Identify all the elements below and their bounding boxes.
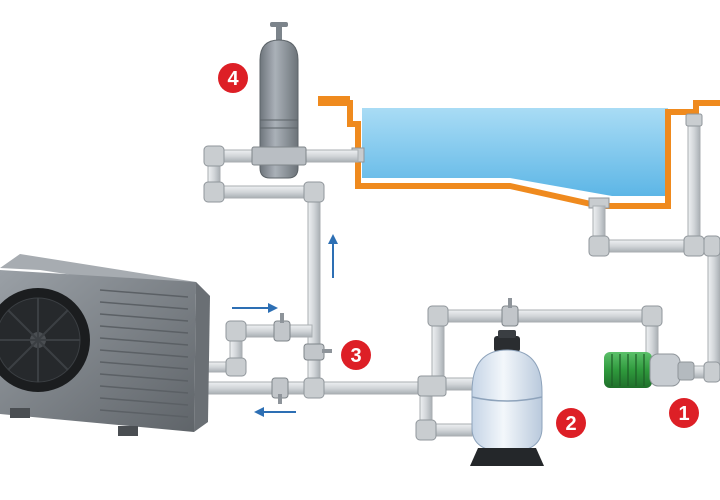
pool (318, 96, 720, 209)
tank-valve-handle (270, 22, 288, 27)
elbow (588, 235, 610, 257)
badge-chlorinator: 4 (218, 63, 248, 93)
badge-chlorinator-label: 4 (227, 68, 239, 90)
elbow (225, 357, 247, 377)
tank-coupling (251, 146, 307, 166)
pipe-main-riser (307, 185, 321, 393)
valve-bypass (303, 343, 332, 361)
elbow (683, 235, 705, 257)
valves (271, 298, 519, 404)
skimmer-fitting (685, 113, 703, 127)
filter-base (470, 448, 544, 466)
chlorinator-tank (251, 22, 307, 179)
badge-pump-label: 1 (678, 403, 689, 425)
elbow (303, 377, 325, 399)
badge-sand-filter-label: 2 (565, 413, 576, 435)
arrow-into-heat-pump (232, 303, 278, 313)
sand-filter (470, 330, 544, 466)
heatpump-foot (118, 426, 138, 436)
badge-sand-filter: 2 (556, 408, 586, 438)
flow-arrows (232, 234, 338, 417)
elbow (703, 235, 720, 257)
pipe-filter-bypass-top (431, 309, 659, 323)
elbow (641, 305, 663, 327)
elbow (225, 320, 247, 342)
heatpump-foot (10, 408, 30, 418)
elbow (415, 419, 437, 441)
pipe-tank-bypass-bottom (207, 185, 321, 199)
heatpump-right-side (194, 282, 210, 432)
arrow-up-to-pool (328, 234, 338, 278)
pump-housing (649, 353, 681, 387)
elbow (427, 305, 449, 327)
pipe-fittings (203, 113, 720, 441)
pump-outlet (677, 361, 695, 381)
tank-valve-stem (276, 26, 282, 40)
valve-heatpump-outlet (271, 377, 289, 404)
pipe-right-edge-vertical (707, 239, 720, 379)
valve-heatpump-inlet (273, 313, 291, 342)
pool-rim (318, 100, 720, 209)
filter-valve-top (494, 336, 520, 352)
pump-motor-fins (611, 354, 645, 386)
badge-valve-bypass: 3 (341, 340, 371, 370)
elbow (703, 361, 720, 383)
heatpump-grille (99, 289, 189, 418)
elbow (203, 181, 225, 203)
water-pump (604, 352, 695, 388)
heat-pump (0, 254, 210, 436)
pipe-skimmer-down (687, 117, 701, 245)
pool-water (362, 108, 668, 196)
arrow-out-of-heat-pump (254, 407, 296, 417)
elbow (203, 145, 225, 167)
badge-valve-bypass-label: 3 (350, 345, 361, 367)
heatpump-fan-guard (0, 298, 80, 382)
tee-fitting (417, 375, 447, 397)
badge-pump: 1 (669, 398, 699, 428)
elbow (303, 181, 325, 203)
valve-filter-bypass (501, 298, 519, 327)
filter-valve-cap (498, 330, 516, 338)
tank-body (259, 39, 299, 179)
